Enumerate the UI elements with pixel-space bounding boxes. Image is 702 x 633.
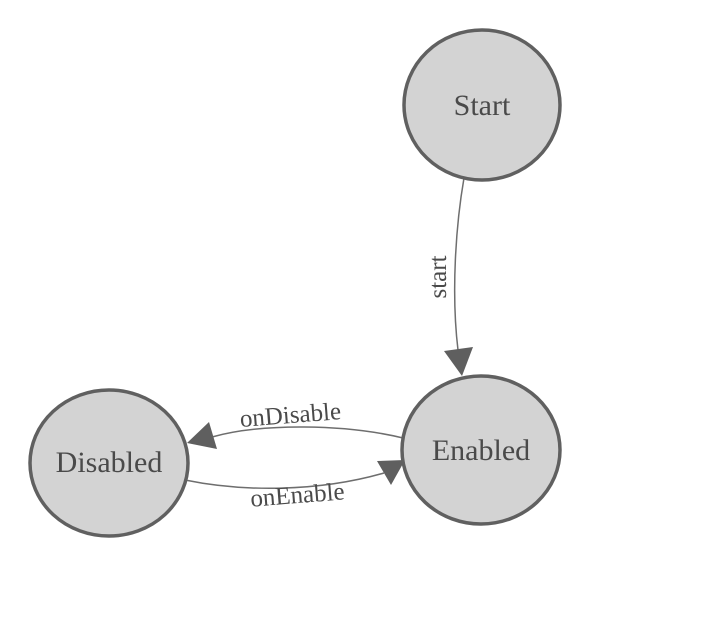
arrowhead-icon — [444, 347, 473, 376]
state-circle-enabled[interactable] — [400, 374, 562, 526]
edge-path-start[interactable] — [453, 177, 465, 351]
node-label-start: Start — [454, 89, 511, 122]
arrowhead-icon — [187, 422, 217, 449]
state-node-enabled[interactable]: Enabled — [400, 374, 562, 526]
state-circle-disabled[interactable] — [28, 388, 190, 538]
edge-path-ondisable[interactable] — [211, 426, 404, 439]
arrowhead-icon — [377, 460, 405, 485]
transition-edge-onenable[interactable]: onEnable — [184, 460, 405, 513]
edge-label-onenable: onEnable — [249, 478, 345, 512]
transition-edge-start[interactable]: start — [425, 177, 473, 376]
state-node-start[interactable]: Start — [402, 28, 562, 182]
state-node-disabled[interactable]: Disabled — [28, 388, 190, 538]
node-label-disabled: Disabled — [56, 446, 163, 479]
node-label-enabled: Enabled — [432, 434, 530, 467]
edge-label-start: start — [425, 255, 452, 298]
state-circle-start[interactable] — [402, 28, 562, 182]
transition-edge-ondisable[interactable]: onDisable — [187, 398, 404, 449]
edge-path-onenable[interactable] — [184, 472, 385, 489]
